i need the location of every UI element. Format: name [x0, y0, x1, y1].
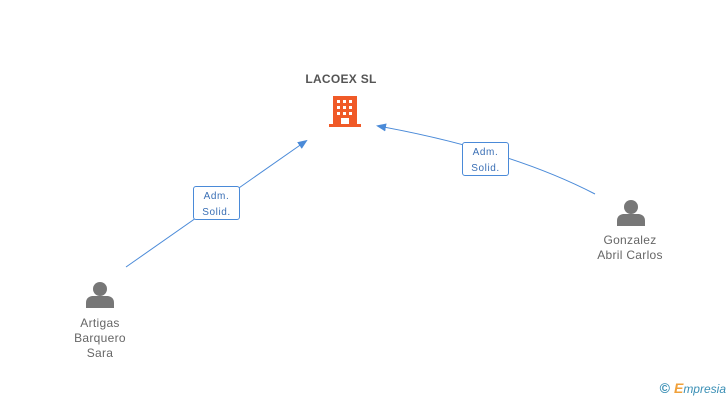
- brand-rest: mpresia: [683, 382, 726, 396]
- person-name-line: Sara: [86, 346, 114, 360]
- person-name-line: Artigas: [80, 316, 120, 330]
- edge-label-line: Solid.: [202, 207, 231, 218]
- empresia-logo: Empresia: [674, 380, 726, 396]
- person-name-artigas[interactable]: Artigas Barquero Sara: [55, 316, 145, 361]
- person-name-line: Gonzalez: [603, 233, 657, 247]
- copyright-icon: ©: [659, 380, 670, 396]
- person-name-gonzalez[interactable]: Gonzalez Abril Carlos: [580, 233, 680, 263]
- building-icon[interactable]: [329, 96, 361, 127]
- person-name-line: Barquero: [74, 331, 126, 345]
- empresia-watermark: © Empresia: [660, 380, 726, 396]
- person-icon[interactable]: [617, 200, 645, 226]
- person-icon[interactable]: [86, 282, 114, 308]
- brand-initial: E: [673, 380, 684, 396]
- edge-label-line: Solid.: [471, 163, 500, 174]
- person-name-line: Abril Carlos: [597, 248, 663, 262]
- edge-label-line: Adm.: [472, 147, 499, 158]
- edge-label-gonzalez: Adm. Solid.: [462, 142, 509, 176]
- edge-label-line: Adm.: [203, 191, 230, 202]
- edge-label-artigas: Adm. Solid.: [193, 186, 240, 220]
- company-name[interactable]: LACOEX SL: [305, 72, 377, 86]
